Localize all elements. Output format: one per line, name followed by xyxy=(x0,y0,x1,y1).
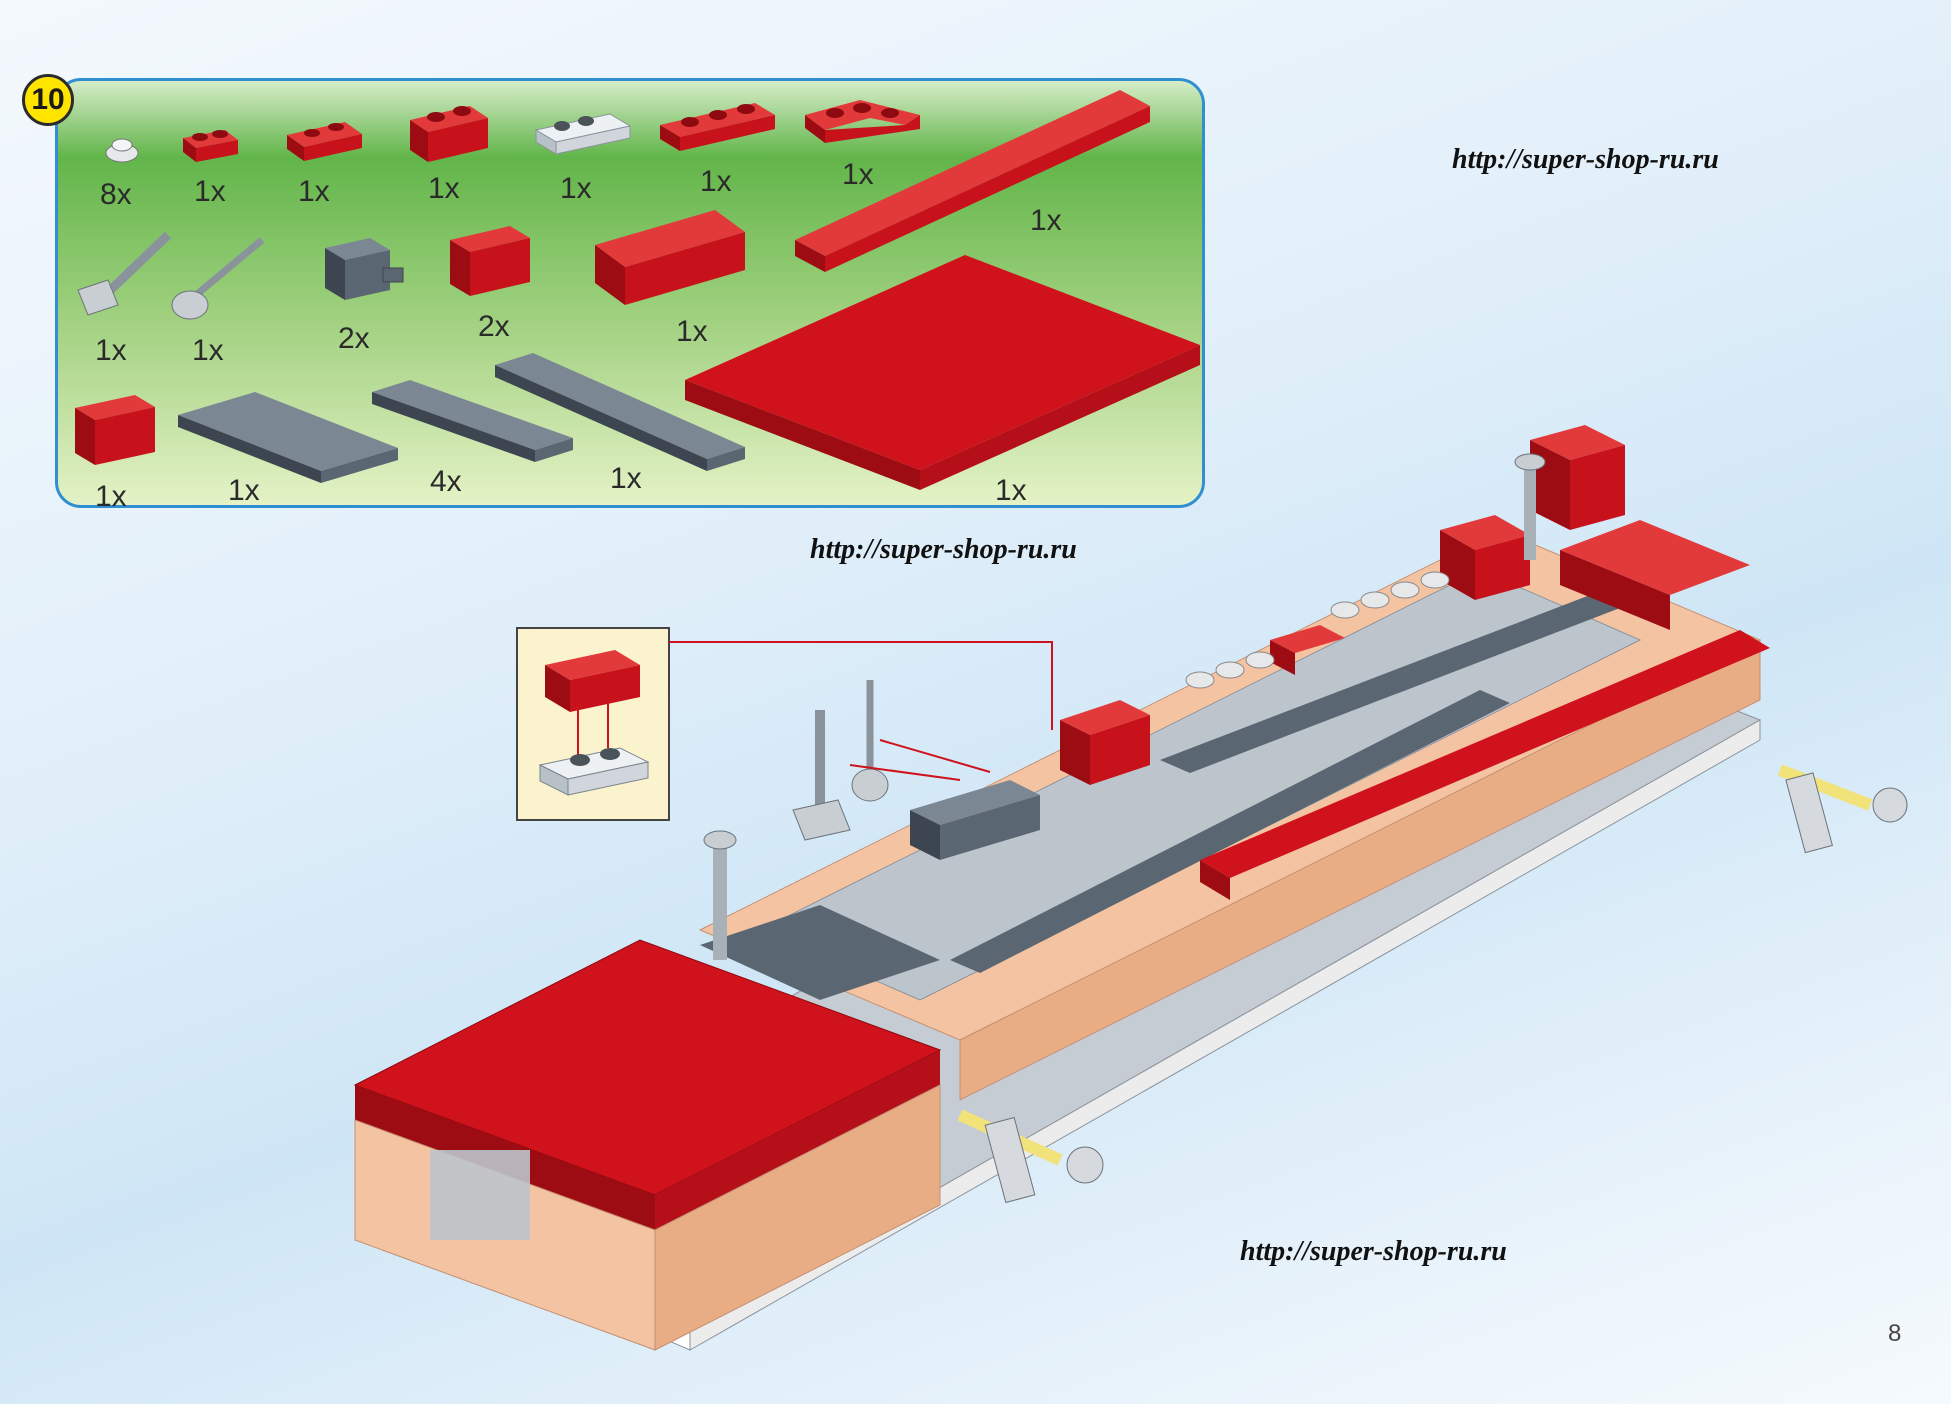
page-number: 8 xyxy=(1888,1320,1902,1347)
red-plate-icon xyxy=(287,122,362,161)
red-corner-plate-icon xyxy=(805,100,920,143)
detail-callout xyxy=(516,627,670,821)
grey-plate-1x8-icon xyxy=(495,353,745,471)
part-qty: 1x xyxy=(228,474,260,507)
grey-plate-2x6-icon xyxy=(178,392,398,483)
watermark-url: http://super-shop-ru.ru xyxy=(1240,1236,1507,1267)
part-qty: 1x xyxy=(95,334,127,367)
part-qty: 1x xyxy=(560,172,592,205)
part-qty: 4x xyxy=(430,465,462,498)
part-qty: 1x xyxy=(1030,204,1062,237)
grey-clip-brick-icon xyxy=(325,238,404,300)
watermark-url: http://super-shop-ru.ru xyxy=(810,534,1077,565)
part-qty: 1x xyxy=(610,462,642,495)
red-corner-brick-icon xyxy=(450,226,530,296)
part-qty: 1x xyxy=(194,175,226,208)
chassis-model xyxy=(353,425,1908,1351)
part-qty: 1x xyxy=(95,480,127,513)
part-qty: 1x xyxy=(298,175,330,208)
part-qty: 1x xyxy=(700,165,732,198)
part-qty: 1x xyxy=(676,315,708,348)
red-long-plate-icon xyxy=(795,90,1150,272)
part-qty: 1x xyxy=(995,474,1027,507)
part-qty: 1x xyxy=(842,158,874,191)
red-brick-small-icon xyxy=(75,395,155,465)
part-qty: 2x xyxy=(478,310,510,343)
round-plate-icon xyxy=(105,138,139,163)
watermark-url: http://super-shop-ru.ru xyxy=(1452,144,1719,175)
hammer-icon xyxy=(77,231,172,316)
step-number-badge: 10 xyxy=(22,74,74,126)
white-plate-rail-icon xyxy=(534,113,632,155)
part-qty: 1x xyxy=(428,172,460,205)
part-qty: 1x xyxy=(192,334,224,367)
red-brick-2x4-icon xyxy=(595,210,745,305)
shovel-icon xyxy=(171,237,265,320)
grey-plate-1x6-icon xyxy=(372,380,573,462)
red-base-plate-icon xyxy=(685,255,1200,490)
red-plate-icon xyxy=(183,130,238,162)
part-qty: 2x xyxy=(338,322,370,355)
red-brick-icon xyxy=(410,106,488,162)
part-qty: 8x xyxy=(100,178,132,211)
red-plate-1x3-icon xyxy=(660,103,775,151)
